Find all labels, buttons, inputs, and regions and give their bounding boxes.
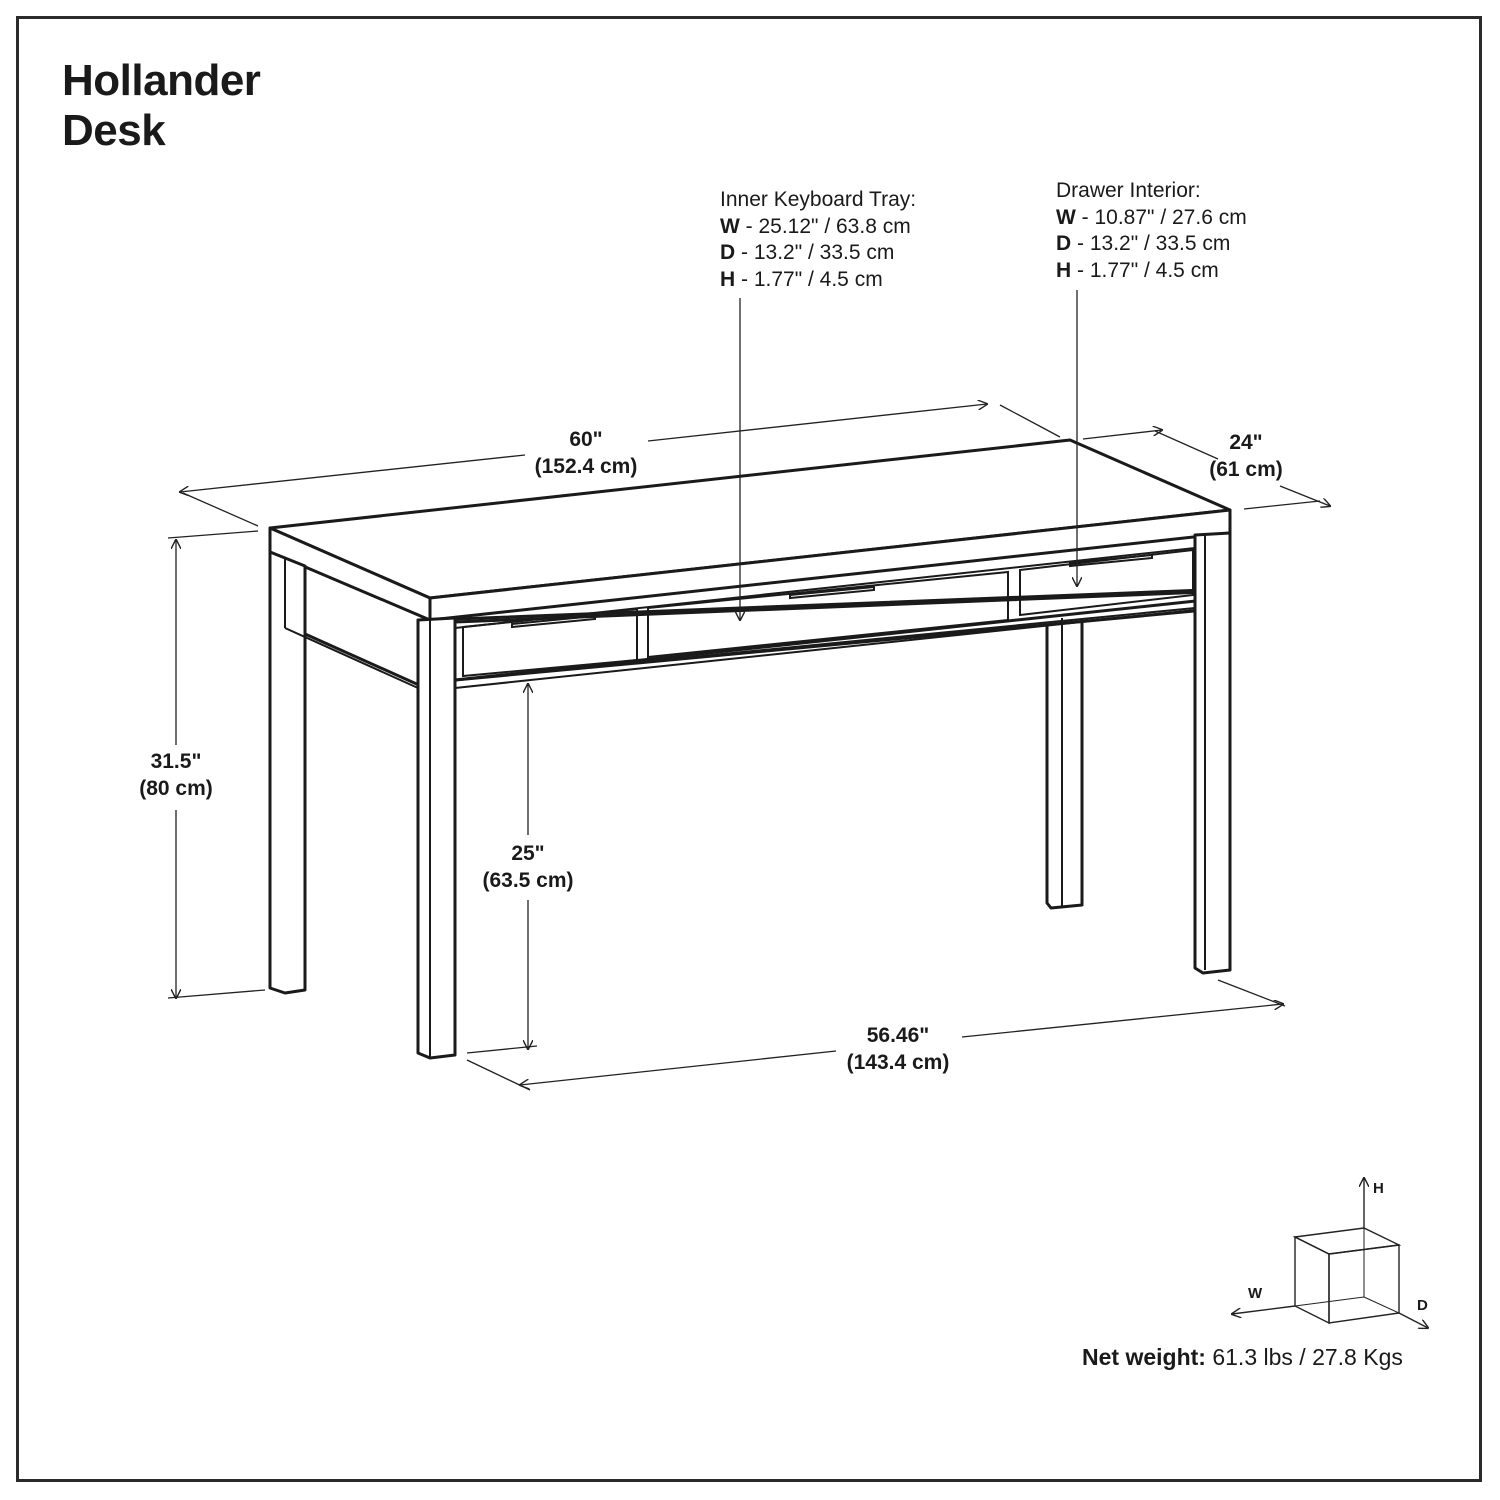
title-line-1: Hollander — [62, 56, 261, 105]
net-weight-value: 61.3 lbs / 27.8 Kgs — [1205, 1344, 1403, 1370]
left-drawer-handle — [511, 614, 596, 629]
product-title: Hollander Desk — [62, 56, 261, 156]
inner-width-dimension-label: 56.46" (143.4 cm) — [846, 1024, 950, 1074]
net-weight-label: Net weight: — [1082, 1344, 1206, 1370]
depth-dimension-label: 24" (61 cm) — [1209, 431, 1283, 481]
keyboard-tray-depth: D - 13.2" / 33.5 cm — [720, 241, 895, 264]
dimension-lines — [167, 290, 1330, 1091]
drawer-interior-depth: D - 13.2" / 33.5 cm — [1056, 232, 1231, 255]
center-drawer — [647, 570, 1009, 659]
keyboard-tray-width: W - 25.12" / 63.8 cm — [720, 214, 911, 238]
keyboard-tray-heading: Inner Keyboard Tray: — [720, 188, 917, 211]
desk-details — [284, 535, 1206, 1058]
drawer-interior-heading: Drawer Interior: — [1056, 179, 1201, 202]
front-left-leg — [416, 616, 457, 1060]
width-dim-right — [647, 404, 987, 442]
depth-dim — [1154, 430, 1219, 460]
back-right-leg — [1045, 616, 1084, 910]
net-weight-text: Net weight: 61.3 lbs / 27.8 Kgs — [1082, 1344, 1403, 1371]
width-dimension-label: 60" (152.4 cm) — [534, 428, 638, 478]
back-left-leg — [268, 550, 307, 995]
keyboard-tray-spec: Inner Keyboard Tray: W - 25.12" / 63.8 c… — [720, 187, 916, 293]
center-drawer-handle — [789, 585, 875, 600]
axis-label-d: D — [1417, 1297, 1428, 1314]
drawer-interior-height: H - 1.77" / 4.5 cm — [1056, 258, 1219, 282]
orientation-cube — [1232, 1178, 1428, 1328]
desk-outline — [268, 438, 1232, 1060]
axis-label-h: H — [1373, 1180, 1384, 1197]
page-frame — [16, 16, 1482, 1482]
keyboard-tray-height: H - 1.77" / 4.5 cm — [720, 267, 883, 291]
inner-width-dim-left — [520, 1050, 837, 1085]
left-drawer — [462, 607, 638, 678]
front-right-leg — [1193, 531, 1232, 975]
clearance-dimension-label: 25" (63.5 cm) — [482, 842, 574, 892]
w-axis-arrow — [1232, 1305, 1296, 1314]
height-dimension-label: 31.5" (80 cm) — [139, 750, 213, 800]
inner-width-dim-right — [961, 1004, 1283, 1038]
drawer-interior-spec: Drawer Interior: W - 10.87" / 27.6 cm D … — [1056, 178, 1247, 284]
right-drawer-handle — [1069, 553, 1153, 568]
width-dim-left — [180, 454, 526, 492]
axis-label-w: W — [1248, 1285, 1263, 1302]
title-line-2: Desk — [62, 106, 166, 155]
d-axis-arrow — [1398, 1312, 1428, 1328]
drawer-interior-width: W - 10.87" / 27.6 cm — [1056, 205, 1247, 229]
